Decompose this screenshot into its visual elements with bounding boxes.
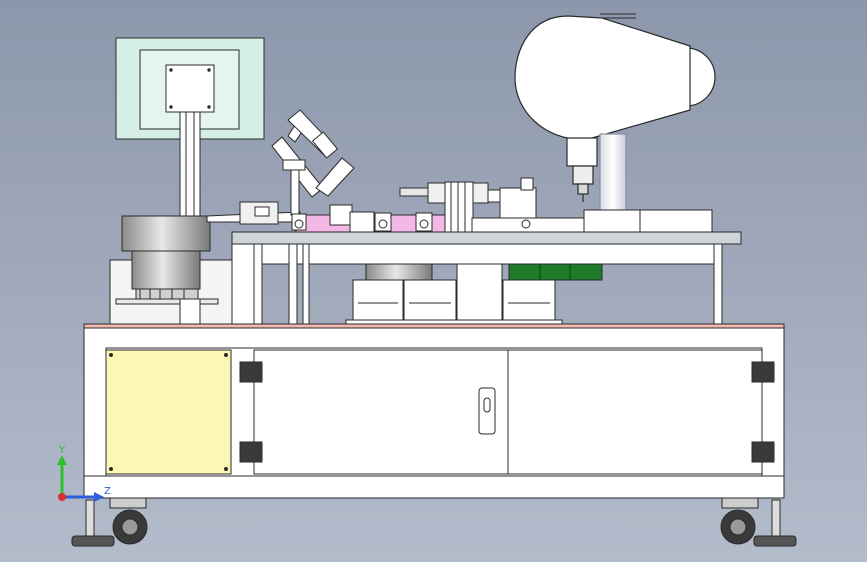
z-axis-label: Z bbox=[104, 486, 111, 497]
cabinet-door-right[interactable] bbox=[507, 349, 763, 475]
monitor-assembly bbox=[115, 37, 265, 325]
tabletop-plate bbox=[231, 231, 742, 245]
drive-unit-4 bbox=[502, 279, 556, 324]
cabinet-door-left[interactable] bbox=[253, 349, 509, 475]
casters bbox=[71, 497, 797, 547]
monitor-mount-plate bbox=[165, 64, 215, 113]
electrical-panel bbox=[105, 349, 232, 475]
servo-motor bbox=[508, 263, 603, 281]
drive-unit-3 bbox=[456, 263, 503, 324]
cabinet-top-edge bbox=[83, 323, 785, 329]
feeder-base-plate bbox=[115, 298, 219, 305]
y-axis-label: Y bbox=[58, 445, 66, 456]
machine-cabinet bbox=[83, 323, 785, 499]
axis-triad: Y Z bbox=[57, 445, 111, 502]
under-table-units bbox=[345, 263, 603, 325]
bowl-feeder bbox=[109, 201, 301, 326]
fixtures-on-table bbox=[291, 177, 713, 233]
drive-unit-1 bbox=[352, 279, 404, 324]
camera-arm bbox=[271, 109, 355, 216]
drive-unit-2 bbox=[403, 279, 457, 324]
work-table bbox=[231, 231, 742, 325]
hinges bbox=[239, 361, 775, 463]
scara-robot bbox=[514, 13, 716, 233]
